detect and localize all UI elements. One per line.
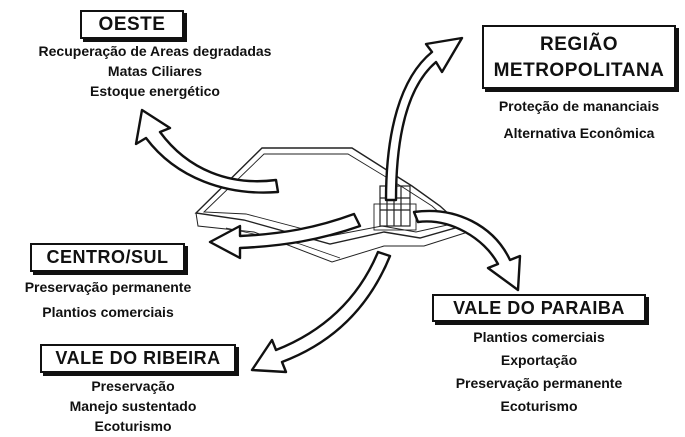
- arrow-to-paraiba: [412, 209, 522, 292]
- region-title-centro-sul: CENTRO/SUL: [30, 243, 185, 272]
- region-title-centro-sul-label: CENTRO/SUL: [46, 247, 169, 267]
- list-item: Preservação permanente: [455, 375, 623, 391]
- list-item: Ecoturismo: [94, 418, 172, 434]
- list-item: Estoque energético: [90, 83, 220, 99]
- region-title-vale-ribeira: VALE DO RIBEIRA: [40, 344, 236, 373]
- map-shade-lines: [225, 227, 341, 259]
- region-title-vale-ribeira-label: VALE DO RIBEIRA: [55, 348, 221, 368]
- region-list-oeste: Recuperação de Areas degradadas Matas Ci…: [5, 41, 305, 101]
- list-item: Matas Ciliares: [107, 63, 203, 79]
- region-title-metropolitana: REGIÃO METROPOLITANA: [482, 25, 676, 89]
- arrow-to-oeste: [134, 108, 280, 194]
- region-title-oeste-label: OESTE: [98, 14, 166, 35]
- arrows: [134, 36, 522, 374]
- list-item: Manejo sustentado: [69, 398, 197, 414]
- region-title-oeste: OESTE: [80, 10, 184, 39]
- region-title-metropolitana-line2: METROPOLITANA: [493, 60, 665, 81]
- list-item: Recuperação de Areas degradadas: [38, 43, 272, 59]
- list-item: Plantios comerciais: [473, 329, 605, 345]
- list-item: Alternativa Econômica: [503, 125, 655, 141]
- list-item: Preservação permanente: [24, 279, 192, 295]
- arrow-to-metropolitana: [384, 36, 464, 202]
- list-item: Preservação: [91, 378, 175, 394]
- list-item: Ecoturismo: [500, 398, 578, 414]
- region-list-vale-paraiba: Plantios comerciais Exportação Preservaç…: [430, 326, 648, 418]
- region-title-vale-paraiba: VALE DO PARAIBA: [432, 294, 646, 322]
- list-item: Proteção de mananciais: [498, 98, 660, 114]
- arrow-to-ribeira: [250, 250, 392, 374]
- region-title-metropolitana-line1: REGIÃO: [540, 34, 618, 55]
- region-list-metropolitana: Proteção de mananciais Alternativa Econô…: [474, 93, 684, 147]
- region-list-centro-sul: Preservação permanente Plantios comercia…: [0, 275, 216, 325]
- region-title-vale-paraiba-label: VALE DO PARAIBA: [453, 298, 625, 318]
- list-item: Plantios comerciais: [42, 304, 174, 320]
- map-outline-shadow: [195, 212, 469, 263]
- arrow-to-centro: [208, 212, 362, 260]
- region-list-vale-ribeira: Preservação Manejo sustentado Ecoturismo: [35, 376, 231, 436]
- list-item: Exportação: [500, 352, 578, 368]
